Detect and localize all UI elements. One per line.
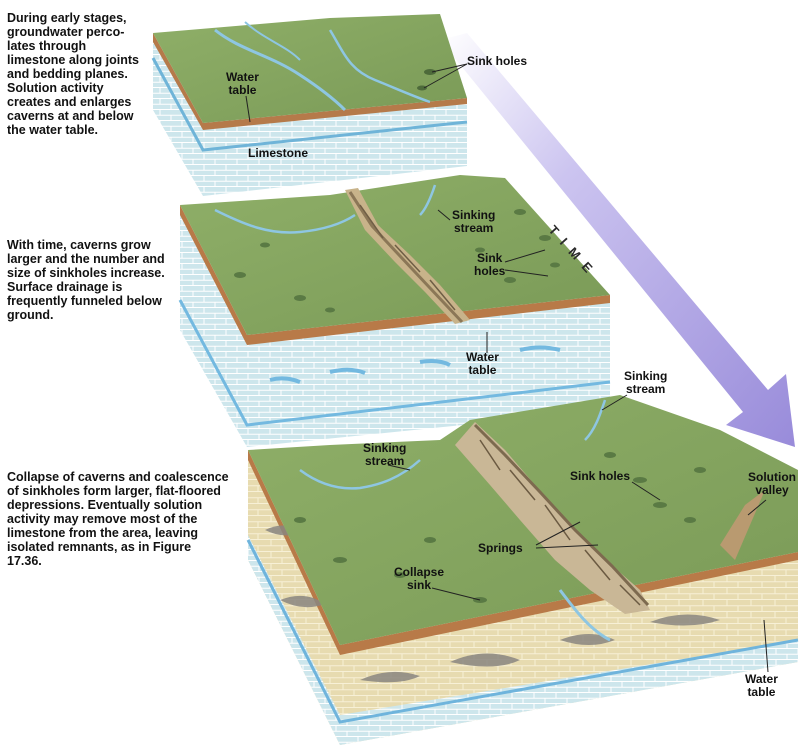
label-water-table-1: Water table <box>226 70 259 97</box>
label-springs: Springs <box>478 541 523 555</box>
label-collapse-sink: Collapse sink <box>394 565 445 592</box>
label-sink-holes-1: Sink holes <box>467 54 528 68</box>
label-water-table-3: Water table <box>745 672 778 699</box>
caption-middle-stage: With time, caverns grow larger and the n… <box>7 238 165 322</box>
label-sinking-stream-3-right: Sinking stream <box>624 369 668 396</box>
label-sinking-stream-3-left: Sinking stream <box>363 441 407 468</box>
label-solution-valley: Solution valley <box>748 470 796 497</box>
label-sink-holes-2: Sink holes <box>474 251 506 278</box>
label-sink-holes-3: Sink holes <box>570 469 631 483</box>
time-arrow <box>440 33 795 447</box>
caption-early-stage: During early stages, groundwater perco- … <box>7 11 139 137</box>
label-sinking-stream-2: Sinking stream <box>452 208 496 235</box>
label-water-table-2: Water table <box>466 350 499 377</box>
caption-late-stage: Collapse of caverns and coalescence of s… <box>7 470 229 568</box>
block-late-stage <box>246 395 799 745</box>
label-limestone: Limestone <box>248 146 309 160</box>
block-middle-stage <box>178 175 611 447</box>
leader-lines <box>245 63 769 673</box>
block-early-stage <box>151 14 468 196</box>
